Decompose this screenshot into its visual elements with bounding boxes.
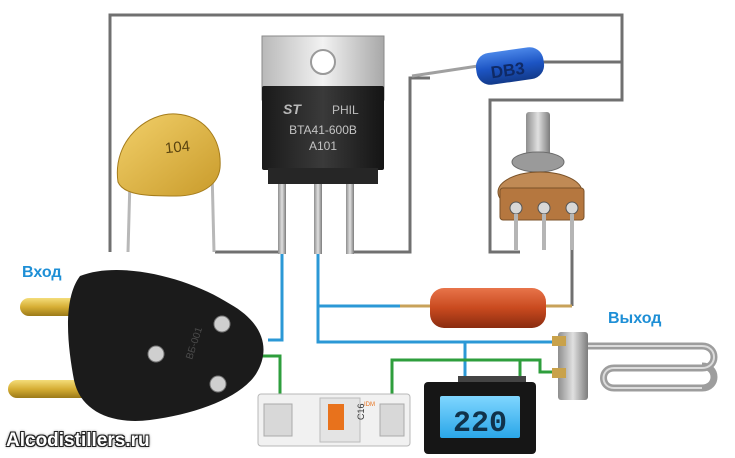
pot-terminal-1 <box>509 201 523 215</box>
plug-screw-1 <box>213 315 231 333</box>
heater-terminal-top <box>552 336 566 346</box>
input-label: Вход <box>22 264 62 281</box>
gate-wire <box>350 76 430 254</box>
pot-nut <box>511 151 565 173</box>
heater-terminal-bottom <box>552 368 566 378</box>
breaker-to-load-wire <box>390 358 560 396</box>
pot-terminal-3 <box>565 201 579 215</box>
breaker-terminal-left <box>263 403 293 437</box>
breaker-lever <box>328 404 344 430</box>
voltmeter-reading: 220 <box>453 407 507 441</box>
diac-db3: DB3 <box>411 47 545 85</box>
plug-screw-3 <box>209 375 227 393</box>
voltmeter-probes <box>458 376 526 384</box>
plug-to-breaker-wire <box>262 354 282 396</box>
triac-mounting-hole <box>310 49 336 75</box>
breaker-terminal-right <box>379 403 405 437</box>
capacitor-code: 104 <box>164 138 191 158</box>
plug-vb001: ВБ-001 <box>8 269 264 421</box>
resistor-body <box>430 288 546 328</box>
top-loop-wire <box>108 13 624 254</box>
heater-tube-highlight <box>588 345 715 389</box>
triac-mt2-to-resistor <box>316 252 430 308</box>
input-to-triac-wire <box>268 252 284 342</box>
pot-pins <box>514 214 574 250</box>
potentiometer <box>497 112 585 250</box>
heater-flange <box>558 332 588 400</box>
plug-screw-2 <box>147 345 165 363</box>
triac-model: BTA41-600B <box>289 123 357 137</box>
voltmeter-screen <box>440 396 520 438</box>
diac-code: DB3 <box>490 59 526 83</box>
diac-left-lead <box>411 64 479 78</box>
triac-brand: ST <box>283 101 302 117</box>
capacitor-104: 104 <box>116 113 221 253</box>
resistor <box>400 288 572 328</box>
triac-code: A101 <box>309 139 337 153</box>
watermark: Alcodistillers.ru <box>6 430 150 451</box>
triac-origin: PHIL <box>332 103 359 117</box>
voltmeter: 220 <box>424 376 536 454</box>
plug-body <box>68 269 264 421</box>
pot-terminal-2 <box>537 201 551 215</box>
triac-body <box>262 86 384 170</box>
circuit-breaker-c16: C16 IDM <box>257 393 411 447</box>
triac-lead-mt1 <box>278 184 286 254</box>
breaker-brand: IDM <box>364 402 375 408</box>
capacitor-body <box>116 113 221 197</box>
triac-bta41: ST PHIL BTA41-600B A101 <box>261 35 385 254</box>
diac-body <box>475 47 545 85</box>
breaker-code: C16 <box>356 403 366 420</box>
triac-leads-base <box>268 168 378 184</box>
triac-lead-gate <box>346 184 354 254</box>
triac-lead-mt2 <box>314 184 322 254</box>
power-wires <box>268 252 560 382</box>
pot-shaft <box>526 112 550 160</box>
heating-element <box>552 332 718 400</box>
output-label: Выход <box>608 310 662 327</box>
